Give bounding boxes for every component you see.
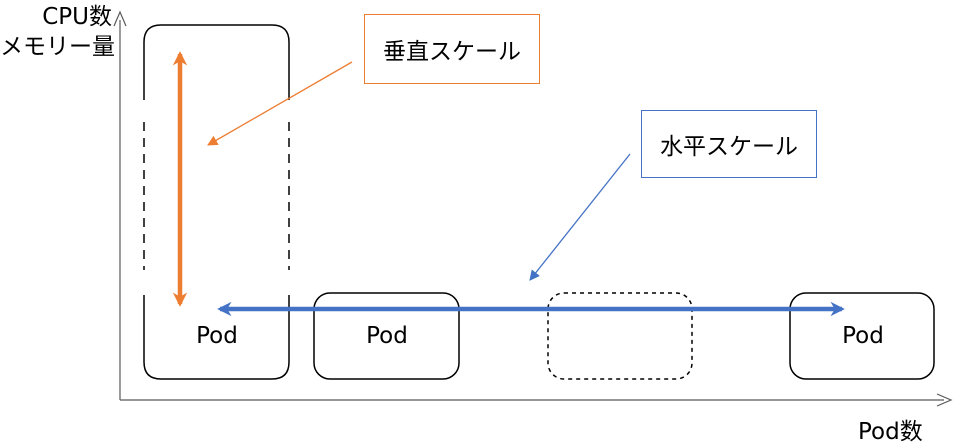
pod-label-4: Pod <box>842 323 884 349</box>
pod-box-3-dashed <box>547 292 693 380</box>
pod-box-vertical <box>143 24 290 380</box>
y-axis-label-memory: メモリー量 <box>0 34 115 60</box>
y-axis-label: CPU数 メモリー量 <box>0 2 115 62</box>
axes <box>113 10 953 407</box>
horizontal-scale-callout: 水平スケール <box>641 110 817 178</box>
y-axis-label-cpu: CPU数 <box>42 4 112 30</box>
x-axis-label: Pod数 <box>858 419 923 445</box>
vertical-callout-pointer <box>207 61 353 146</box>
horizontal-callout-pointer <box>529 153 631 281</box>
y-axis-arrow-icon <box>113 10 127 27</box>
pod-box-vertical-top <box>143 24 290 100</box>
vertical-scale-callout: 垂直スケール <box>364 14 540 84</box>
x-axis-arrow-icon <box>936 393 953 407</box>
pod-label-1: Pod <box>196 323 238 349</box>
pod-box-vertical-bottom <box>143 295 290 380</box>
pod-label-2: Pod <box>366 323 408 349</box>
